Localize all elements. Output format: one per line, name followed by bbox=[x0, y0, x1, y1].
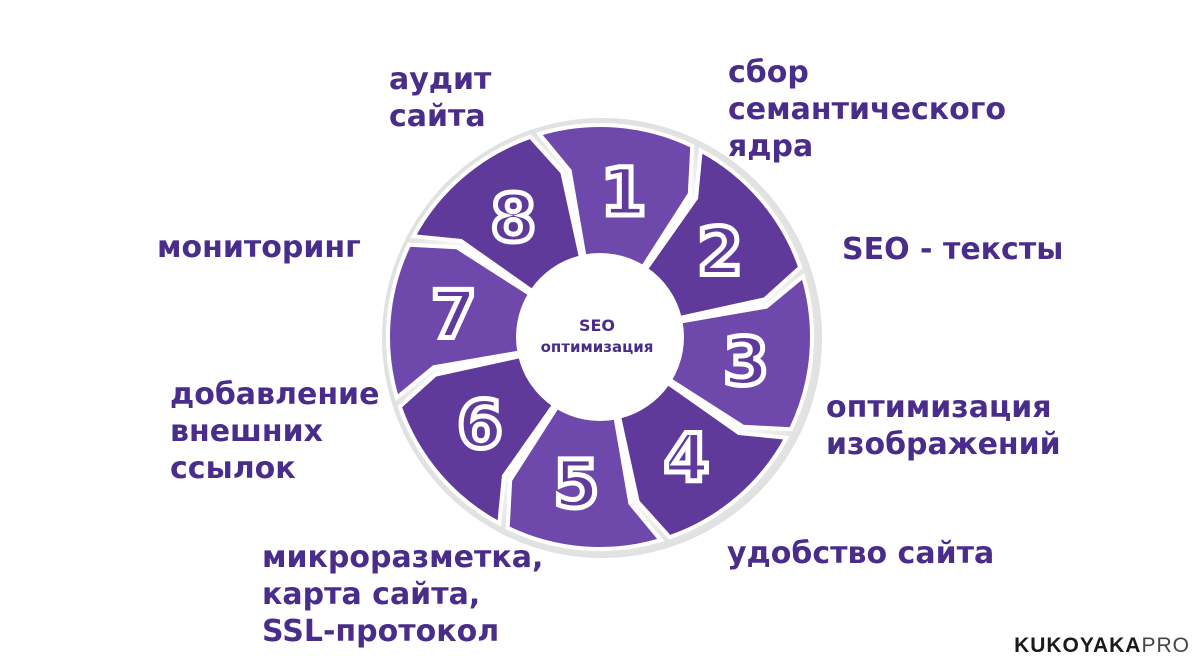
center-circle bbox=[518, 255, 676, 413]
step-7-label: добавление внешних ссылок bbox=[170, 377, 380, 486]
center-title-line2: оптимизация bbox=[541, 338, 654, 356]
center-title-line1: SEO bbox=[579, 316, 615, 335]
step-5-number: 5 bbox=[553, 446, 599, 523]
segment-4 bbox=[616, 380, 790, 540]
step-8-number: 8 bbox=[490, 180, 536, 257]
step-4-label: оптимизация изображений bbox=[826, 390, 1061, 462]
segment-2 bbox=[643, 147, 803, 321]
step-3-number: 3 bbox=[723, 324, 769, 401]
step-2-label: сбор семантического ядра bbox=[728, 55, 1007, 164]
step-8-label: мониторинг bbox=[157, 230, 361, 265]
segment-3 bbox=[667, 272, 814, 432]
step-6-label: микроразметка, карта сайта, SSL-протокол bbox=[262, 540, 544, 649]
segment-5 bbox=[505, 404, 665, 551]
step-3-label: SEO - тексты bbox=[842, 232, 1064, 267]
step-1-label: аудит сайта bbox=[389, 62, 492, 134]
step-5-label: удобство сайта bbox=[727, 536, 995, 571]
brand-name: KUKOYAKA bbox=[1014, 634, 1142, 657]
step-6-number: 6 bbox=[457, 387, 503, 464]
segment-7 bbox=[386, 242, 533, 402]
step-7-number: 7 bbox=[431, 276, 477, 353]
segment-6 bbox=[397, 353, 557, 527]
brand-suffix: PRO bbox=[1141, 634, 1190, 657]
step-2-number: 2 bbox=[697, 213, 743, 290]
step-4-number: 4 bbox=[664, 420, 710, 497]
step-1-number: 1 bbox=[601, 154, 647, 231]
brand-logo: KUKOYAKAPRO bbox=[1014, 634, 1190, 658]
